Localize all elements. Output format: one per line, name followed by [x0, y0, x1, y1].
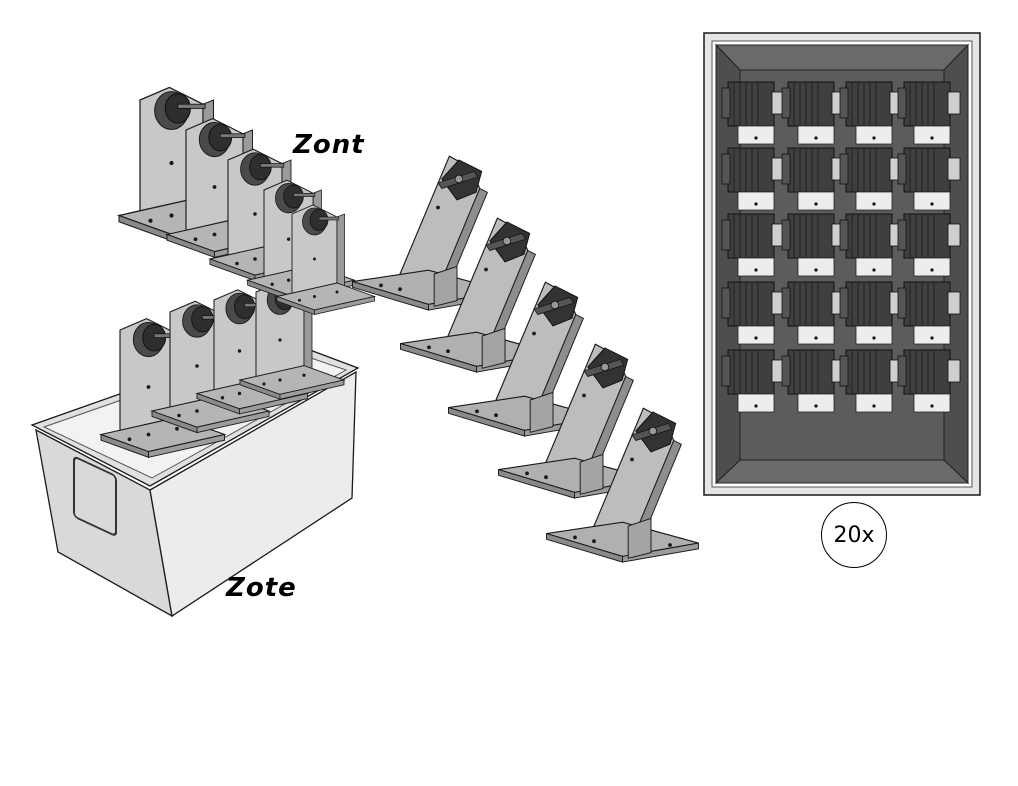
quantity-badge: 20x — [821, 502, 887, 568]
upper-stack-label: Zont — [293, 130, 365, 160]
diagonal-bracket-row — [351, 155, 700, 563]
box-label: Zote — [226, 573, 297, 603]
upper-bracket-stack — [118, 86, 375, 315]
